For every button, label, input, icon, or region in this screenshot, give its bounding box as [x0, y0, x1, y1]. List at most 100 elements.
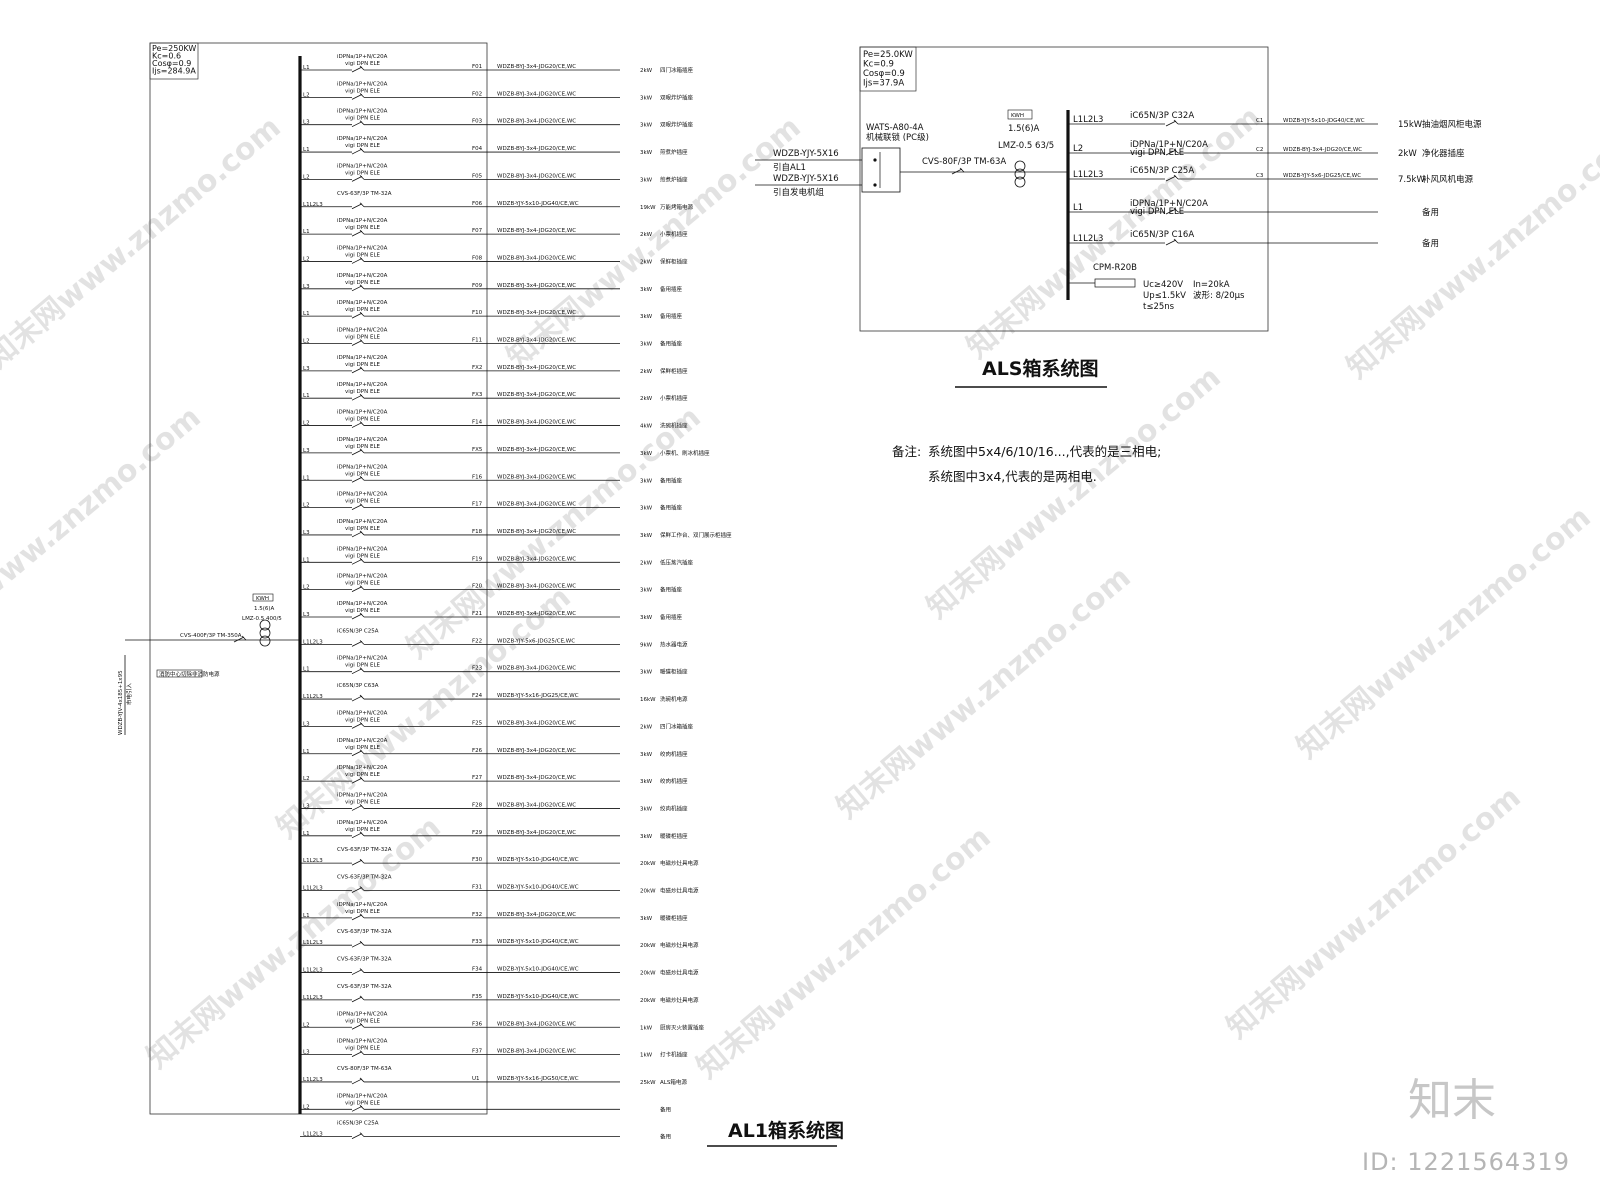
- breaker-contact: [351, 996, 363, 1003]
- al1-breaker-rcd: vigi DPN ELE: [345, 170, 381, 176]
- al1-breaker-model: iDPNa/1P+N/C20A: [337, 546, 388, 552]
- al1-cable-spec: WDZB-BYJ-3x4-JDG20/CE,WC: [497, 474, 576, 480]
- al1-cable-spec: WDZB-YJY-5x16-JDG25/CE,WC: [497, 693, 579, 699]
- al1-phase-label: L1L2L3: [303, 995, 323, 1001]
- al1-breaker-symbol: [351, 722, 365, 729]
- als-circuit-id: C2: [1256, 147, 1263, 153]
- breaker-contact: [1165, 239, 1177, 246]
- breaker-contact: [351, 1051, 363, 1057]
- al1-phase-label: L1: [303, 557, 310, 563]
- breaker-contact: [351, 422, 363, 428]
- al1-phase-label: L2: [303, 1022, 310, 1028]
- al1-breaker-model: iDPNa/1P+N/C20A: [337, 765, 388, 771]
- al1-breaker-symbol: [351, 913, 365, 921]
- breaker-contact: [351, 941, 363, 948]
- al1-breaker-rcd: vigi DPN ELE: [345, 389, 381, 395]
- al1-breaker-symbol: [351, 858, 365, 866]
- al1-power: 3kW: [640, 451, 653, 457]
- al1-meter-label: KWH: [256, 596, 269, 602]
- al1-breaker-rcd: vigi DPN ELE: [345, 225, 381, 231]
- breaker-cross: [359, 393, 365, 399]
- al1-breaker-model: iDPNa/1P+N/C20A: [337, 328, 388, 334]
- al1-breaker-rcd: vigi DPN ELE: [345, 307, 381, 313]
- al1-breaker-model: iDPNa/1P+N/C20A: [337, 163, 388, 169]
- al1-breaker-rcd: vigi DPN ELE: [345, 553, 381, 559]
- als-circuit-id: C1: [1256, 118, 1263, 124]
- al1-phase-label: L1L2L3: [303, 202, 323, 208]
- breaker-cross: [359, 475, 365, 481]
- al1-phase-label: L1: [303, 831, 310, 837]
- al1-load-name: 小票机、刷冰机插座: [660, 449, 710, 457]
- al1-breaker-symbol: [351, 530, 365, 538]
- watermark-text: 知末网www.znzmo.com: [830, 560, 1137, 826]
- al1-power: 3kW: [640, 806, 653, 812]
- al1-load-name: 备用插座: [660, 504, 683, 512]
- al1-circuit-id: U1: [472, 1076, 480, 1082]
- al1-phase-label: L3: [303, 721, 310, 727]
- al1-circuit-id: F03: [472, 119, 483, 125]
- al1-phase-label: L1L2L3: [303, 694, 323, 700]
- breaker-contact: [233, 636, 245, 643]
- als-param-text: Cosφ=0.9: [863, 69, 905, 79]
- als-breaker-symbol: [1165, 238, 1179, 246]
- breaker-cross: [359, 448, 365, 454]
- als-circuit-id: C3: [1256, 173, 1264, 179]
- al1-circuit-id: F04: [472, 146, 483, 152]
- als-ats-dot: [873, 158, 877, 162]
- watermark-text: 知末网www.znzmo.com: [690, 820, 997, 1086]
- al1-main-breaker-model: CVS-400F/3P TM-350A: [180, 633, 242, 639]
- al1-power: 20kW: [640, 971, 656, 977]
- al1-meter-box: [252, 593, 274, 602]
- al1-phase-label: L2: [303, 421, 310, 427]
- note-line: 系统图中3x4,代表的是两相电.: [928, 469, 1097, 484]
- breaker-cross: [359, 1022, 365, 1028]
- breaker-cross: [359, 667, 365, 672]
- breaker-contact: [1165, 175, 1177, 182]
- al1-cable-spec: WDZB-BYJ-3x4-JDG20/CE,WC: [497, 912, 576, 918]
- als-ct-symbol: [1014, 160, 1026, 188]
- breaker-contact: [351, 1133, 363, 1140]
- al1-circuit-id: F34: [472, 967, 483, 973]
- al1-power: 3kW: [640, 314, 653, 320]
- al1-breaker-model: CVS-80F/3P TM-63A: [337, 1066, 392, 1072]
- al1-phase-label: L1L2L3: [303, 940, 323, 946]
- al1-cable-spec: WDZB-YJY-5x10-JDG40/CE,WC: [497, 939, 579, 945]
- al1-load-name: 备用插座: [660, 312, 683, 320]
- breaker-cross: [359, 1077, 365, 1083]
- breaker-contact: [1165, 208, 1177, 215]
- al1-phase-label: L2: [303, 503, 310, 509]
- al1-circuit-id: F29: [472, 830, 483, 836]
- als-main-breaker-symbol: [951, 167, 965, 175]
- al1-cable-spec: WDZB-BYJ-3x4-JDG20/CE,WC: [497, 611, 576, 617]
- al1-circuit-id: FX3: [472, 392, 483, 398]
- breaker-cross: [359, 229, 365, 235]
- breaker-contact: [351, 531, 363, 538]
- al1-circuit-id: F32: [472, 912, 482, 918]
- al1-breaker-model: iDPNa/1P+N/C20A: [337, 437, 388, 443]
- al1-cable-spec: WDZB-BYJ-3x4-JDG20/CE,WC: [497, 64, 576, 70]
- al1-breaker-symbol: [351, 968, 365, 975]
- als-breaker-model: iDPNa/1P+N/C20A: [1130, 199, 1208, 209]
- al1-breaker-symbol: [351, 147, 365, 155]
- breaker-cross: [359, 284, 365, 290]
- al1-cable-spec: WDZB-BYJ-3x4-JDG20/CE,WC: [497, 447, 576, 453]
- ct-coil-3: [1014, 176, 1026, 188]
- al1-load-name: 小票机插座: [660, 394, 688, 402]
- al1-circuit-id: F18: [472, 529, 483, 535]
- al1-cable-spec: WDZB-BYJ-3x4-JDG20/CE,WC: [497, 775, 576, 781]
- als-spd-model: CPM-R20B: [1093, 263, 1137, 273]
- al1-power: 19kW: [640, 205, 656, 211]
- al1-circuit-id: F22: [472, 638, 482, 644]
- al1-breaker-rcd: vigi DPN ELE: [345, 417, 381, 423]
- al1-phase-label: L1: [303, 749, 310, 755]
- al1-phase-label: L3: [303, 448, 310, 454]
- al1-breaker-model: iDPNa/1P+N/C20A: [337, 81, 388, 87]
- al1-breaker-model: iDPNa/1P+N/C20A: [337, 218, 388, 224]
- al1-load-name: 保鲜柜插座: [660, 367, 688, 375]
- al1-load-name: 备用插座: [660, 586, 683, 594]
- al1-breaker-rcd: vigi DPN ELE: [345, 663, 381, 669]
- al1-breaker-model: iDPNa/1P+N/C20A: [337, 710, 388, 716]
- als-cable-spec: WDZB-YJY-5x6-JDG25/CE,WC: [1283, 173, 1361, 179]
- al1-breaker-model: iDPNa/1P+N/C20A: [337, 902, 388, 908]
